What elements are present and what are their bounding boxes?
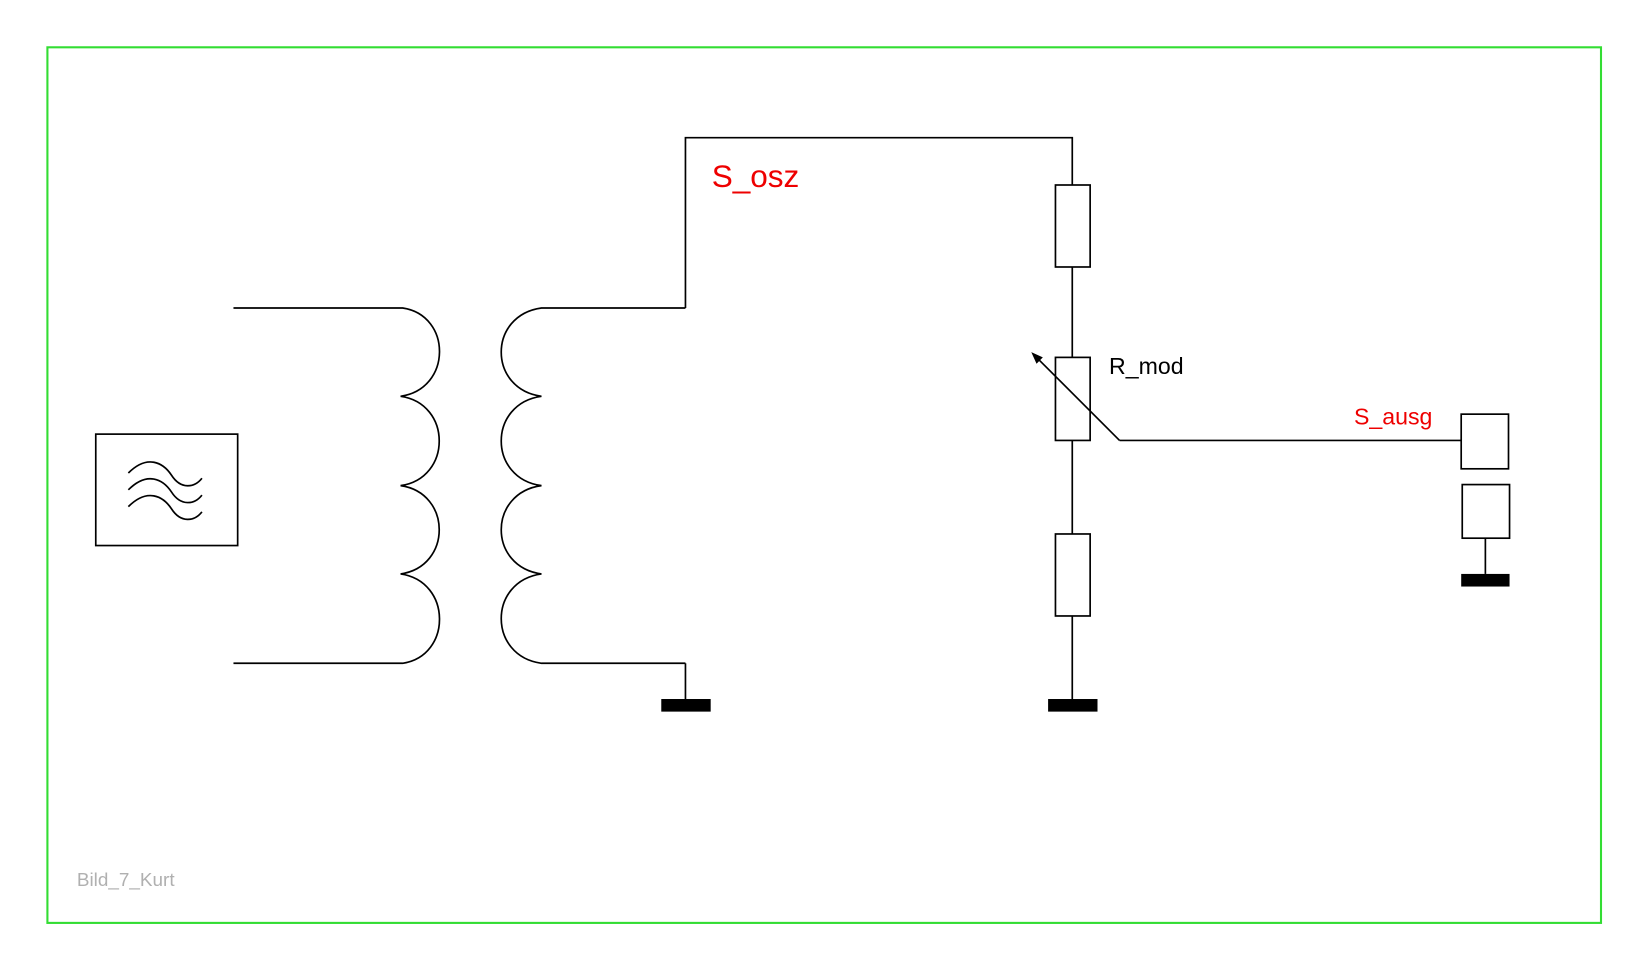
ground-symbol-right bbox=[1461, 573, 1510, 587]
output-terminal bbox=[1460, 413, 1510, 470]
resistor-top bbox=[1054, 184, 1091, 268]
transformer-primary-coil bbox=[233, 307, 441, 665]
ac-source-icon bbox=[94, 433, 239, 547]
ground-symbol-left bbox=[661, 699, 711, 712]
label-r-mod: R_mod bbox=[1109, 353, 1184, 379]
wiper-arrow-icon bbox=[1031, 352, 1121, 442]
caption: Bild_7_Kurt bbox=[77, 870, 175, 891]
diagram-frame bbox=[46, 46, 1603, 924]
resistor-bottom bbox=[1054, 533, 1091, 617]
transformer-secondary-coil bbox=[500, 307, 686, 665]
potentiometer-r-mod bbox=[1054, 356, 1091, 442]
label-s-ausg: S_ausg bbox=[1354, 404, 1432, 430]
label-s-osz: S_osz bbox=[712, 158, 800, 194]
wire-top bbox=[684, 136, 1074, 308]
output-terminal-ground bbox=[1461, 483, 1511, 540]
ground-symbol-middle bbox=[1048, 699, 1098, 712]
